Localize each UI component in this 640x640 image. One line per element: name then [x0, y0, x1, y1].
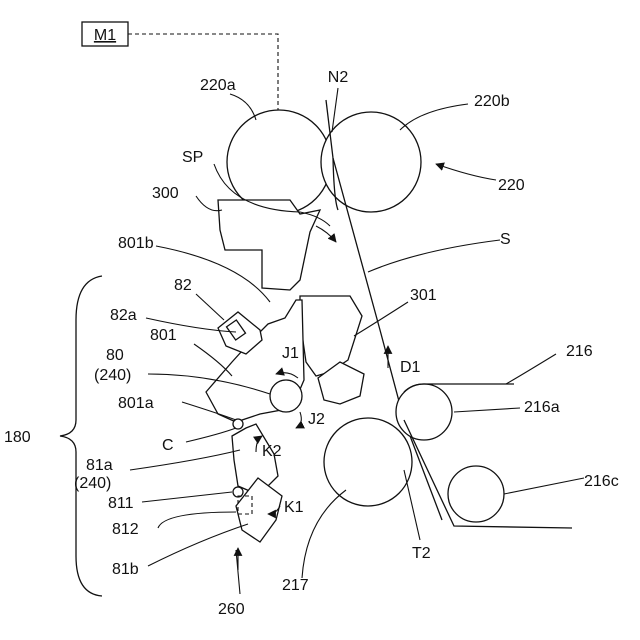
- leader-301: [354, 302, 408, 336]
- label-801a: 801a: [118, 395, 154, 412]
- leader-81b: [148, 524, 248, 566]
- label-k1: K1: [284, 499, 304, 516]
- leader-811: [142, 492, 232, 502]
- leader-81a: [130, 450, 240, 470]
- label-s: S: [500, 231, 511, 248]
- label-180: 180: [4, 429, 31, 446]
- leader-82: [196, 294, 224, 320]
- label-j2: J2: [308, 411, 325, 428]
- label-d1: D1: [400, 359, 421, 376]
- label-k2: K2: [262, 443, 282, 460]
- label-82: 82: [174, 277, 192, 294]
- label-220: 220: [498, 177, 525, 194]
- label-220b: 220b: [474, 93, 510, 110]
- label-82a: 82a: [110, 307, 137, 324]
- leader-217: [302, 490, 346, 578]
- label-sp: SP: [182, 149, 203, 166]
- label-81a: 81a: [86, 457, 113, 474]
- label-c: C: [162, 437, 174, 454]
- label-260: 260: [218, 601, 245, 618]
- label-216a: 216a: [524, 399, 560, 416]
- leader-216: [506, 354, 556, 384]
- label-240-b: (240): [74, 475, 111, 492]
- label-300: 300: [152, 185, 179, 202]
- leader-s: [368, 240, 500, 272]
- leader-t2: [404, 470, 420, 540]
- label-301: 301: [410, 287, 437, 304]
- label-216: 216: [566, 343, 593, 360]
- leader-216c: [504, 478, 584, 494]
- leader-216a: [454, 408, 520, 412]
- label-n2: N2: [328, 69, 349, 86]
- label-81b: 81b: [112, 561, 139, 578]
- label-812: 812: [112, 521, 139, 538]
- leader-812: [158, 512, 236, 528]
- guide-301: [300, 296, 362, 376]
- label-217: 217: [282, 577, 309, 594]
- label-t2: T2: [412, 545, 431, 562]
- leader-c: [186, 428, 236, 442]
- leader-220a: [230, 94, 256, 120]
- label-240-a: (240): [94, 367, 131, 384]
- label-220a: 220a: [200, 77, 236, 94]
- pivot-c: [233, 419, 243, 429]
- label-80: 80: [106, 347, 124, 364]
- label-801: 801: [150, 327, 177, 344]
- label-j1: J1: [282, 345, 299, 362]
- arrow-sp: [316, 226, 336, 242]
- label-801b: 801b: [118, 235, 154, 252]
- arrow-j2: [296, 412, 301, 428]
- roller-217: [324, 418, 412, 506]
- bracket-180: [60, 276, 102, 596]
- roller-220b: [321, 112, 421, 212]
- shaft-j: [270, 380, 302, 412]
- label-216c: 216c: [584, 473, 619, 490]
- label-m1: M1: [94, 27, 116, 44]
- label-811: 811: [108, 495, 134, 512]
- arrow-220: [436, 164, 496, 180]
- leader-220b: [400, 104, 468, 130]
- roller-216c: [448, 466, 504, 522]
